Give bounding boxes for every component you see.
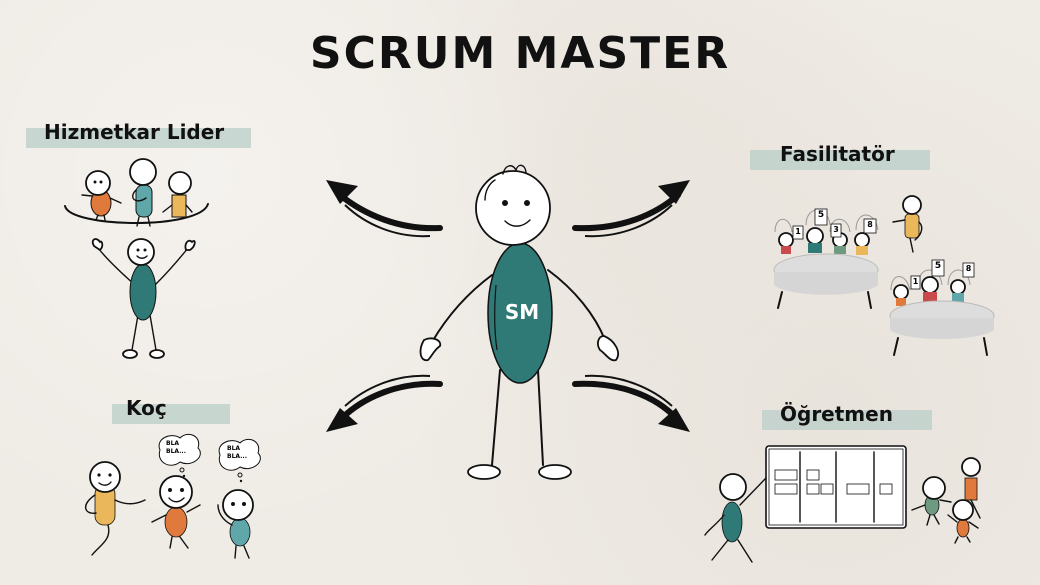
right-foot (538, 464, 572, 480)
kanban-board (765, 445, 907, 529)
coach-person (85, 461, 146, 556)
bubble-line: BLA... (227, 453, 247, 460)
estimation-card: 1 (795, 227, 801, 236)
left-foot (467, 464, 501, 480)
talking-person-orange (151, 475, 201, 549)
arrow-top-left-icon (326, 180, 443, 238)
label-highlight (762, 410, 932, 430)
role-label-text: Koç (126, 396, 167, 420)
student-sage (911, 476, 952, 526)
role-label-coach: Koç (112, 394, 230, 424)
bubble-line: BLA... (166, 448, 186, 455)
planning-table-2 (889, 259, 995, 356)
person-yellow (162, 171, 193, 218)
bubble-text: BLA BLA... (227, 445, 247, 461)
bubble-line: BLA (227, 445, 241, 452)
arrow-top-right-icon (572, 180, 690, 238)
person-teal (129, 158, 157, 227)
estimation-card: 8 (867, 220, 873, 229)
arrow-bottom-left-icon (326, 374, 443, 432)
role-label-servant-leader: Hizmetkar Lider (26, 118, 251, 148)
facilitator-person (892, 195, 923, 253)
student-orange-small (947, 499, 979, 544)
estimation-card: 5 (934, 261, 942, 271)
role-label-facilitator: Fasilitatör (750, 140, 930, 170)
estimation-card: 3 (833, 225, 839, 234)
bubble-1 (158, 433, 201, 478)
bubble-line: BLA (166, 440, 180, 447)
teacher-person (704, 473, 767, 563)
role-label-text: Hizmetkar Lider (44, 120, 225, 144)
estimation-card: 8 (965, 264, 972, 273)
shirt-label: SM (504, 300, 540, 324)
role-label-teacher: Öğretmen (762, 400, 932, 430)
listening-person-teal (217, 489, 254, 559)
role-label-text: Öğretmen (780, 402, 893, 426)
arrow-bottom-right-icon (572, 374, 690, 432)
bubble-text: BLA BLA... (166, 440, 186, 456)
student-orange-tall (961, 457, 981, 519)
role-label-text: Fasilitatör (780, 142, 895, 166)
label-highlight (26, 128, 251, 148)
bubble-2 (218, 438, 261, 483)
label-highlight (750, 150, 930, 170)
label-highlight (112, 404, 230, 424)
person-orange (81, 170, 122, 221)
page-title: SCRUM MASTER (309, 28, 731, 79)
planning-table-1 (773, 208, 879, 309)
estimation-card: 5 (817, 210, 825, 220)
estimation-card: 1 (912, 277, 919, 286)
